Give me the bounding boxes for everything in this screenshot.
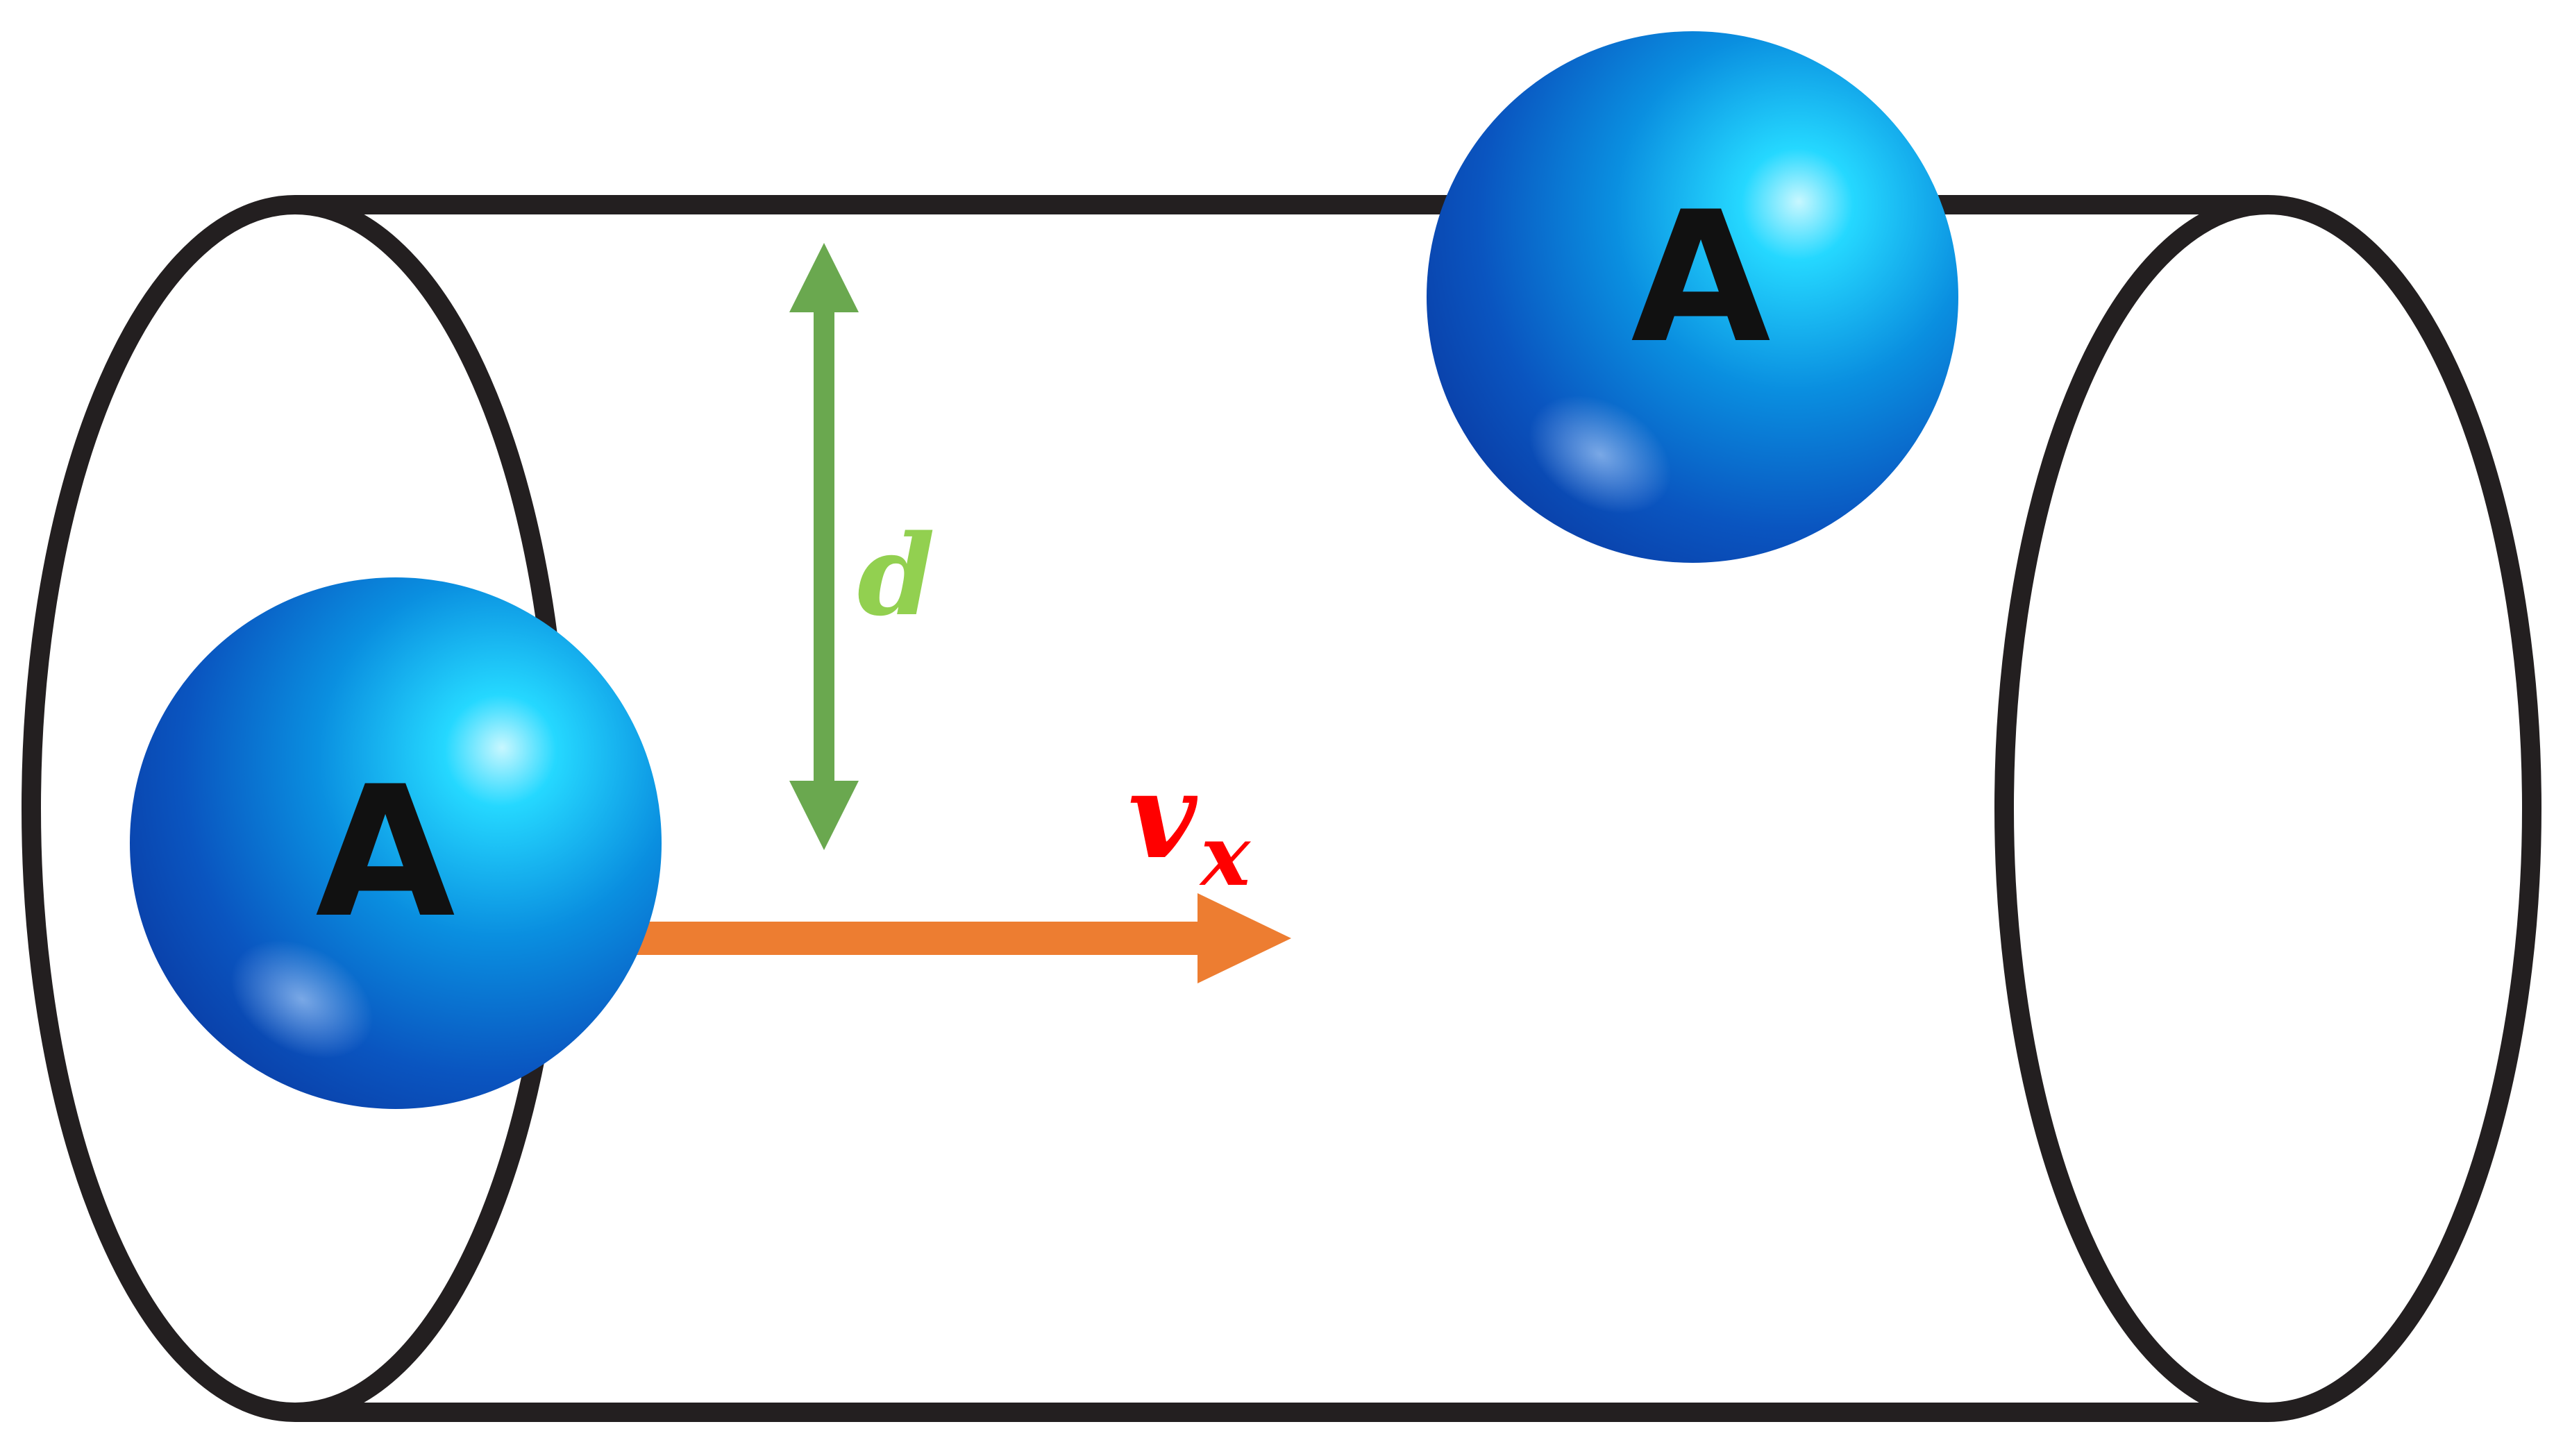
velocity-label: v x [1128,747,1251,905]
sphere-left: A [130,577,662,1109]
sphere-right: A [1427,31,1958,563]
sphere-left-glow [230,940,373,1059]
distance-arrow-head-down [789,781,859,850]
distance-arrow [789,243,859,850]
sphere-right-label: A [1631,173,1772,383]
velocity-arrow [597,893,1291,983]
sphere-right-glow [1529,395,1672,514]
velocity-subscript: x [1198,807,1251,905]
velocity-symbol: v [1128,747,1198,886]
cylinder-right-end [1994,195,2541,1422]
sphere-left-label: A [315,748,456,958]
distance-label: d [857,510,935,641]
velocity-arrow-head [1198,893,1291,983]
distance-arrow-head-up [789,243,859,312]
